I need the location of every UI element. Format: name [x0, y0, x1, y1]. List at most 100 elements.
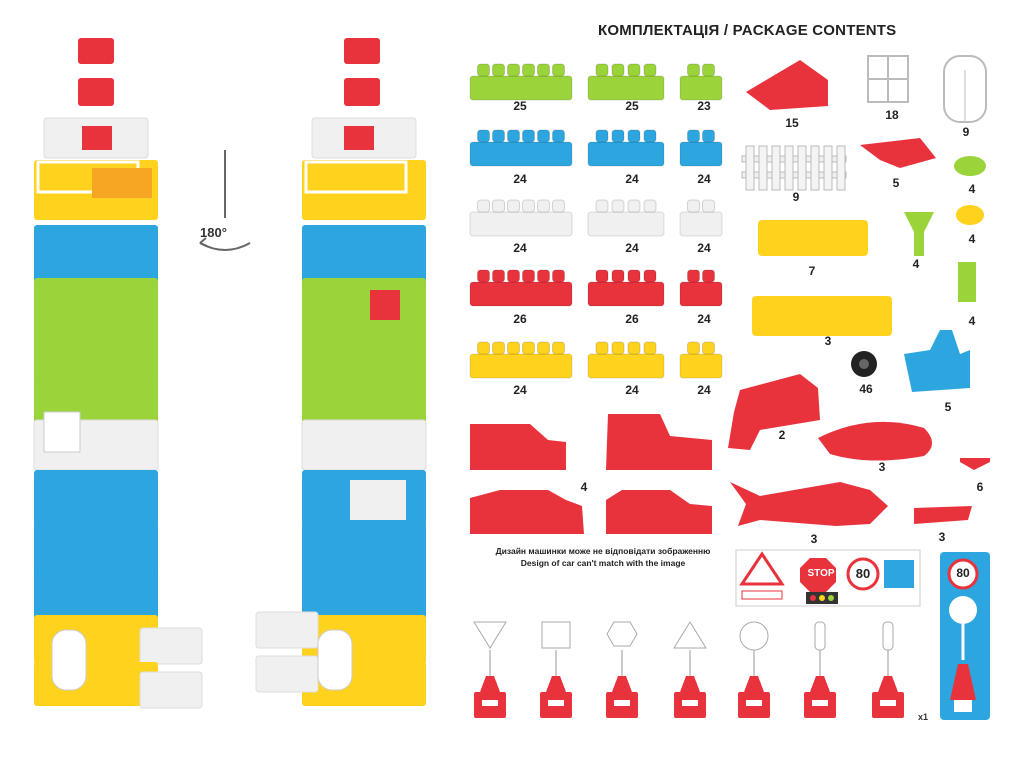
brick-yellow-2: [587, 341, 665, 379]
brick-grid: [469, 63, 723, 379]
road-cone-sign: [738, 621, 770, 718]
yellow-base-3-piece: [752, 296, 892, 336]
tower-right: [255, 38, 427, 706]
brick-white-1: [469, 199, 573, 237]
door-piece: [943, 55, 987, 123]
qty-yellow-1: 24: [513, 383, 527, 397]
blue-chair-piece: [904, 330, 970, 392]
vehicle-tractor: [606, 414, 712, 470]
fence-picket: [823, 145, 833, 191]
qty-fence: 9: [792, 190, 800, 204]
page-title: КОМПЛЕКТАЦІЯ / PACKAGE CONTENTS: [598, 22, 897, 39]
airplane-piece: [730, 482, 888, 526]
qty-airplane: 3: [810, 532, 818, 546]
qty-wheels: 46: [859, 382, 873, 396]
qty-blue-2: 24: [625, 172, 639, 186]
fence-picket: [836, 145, 846, 191]
rotation-label: 180°: [200, 225, 227, 240]
qty-blue-chair: 5: [944, 400, 952, 414]
wheel-piece: [851, 351, 877, 377]
qty-green-3: 23: [697, 99, 711, 113]
brick-red-2: [587, 269, 665, 307]
road-cones: [473, 621, 904, 718]
qty-green-chimney: 4: [968, 314, 976, 328]
green-funnel-piece: [904, 212, 934, 256]
speed-sign-label: 80: [855, 566, 871, 581]
brick-green-2: [587, 63, 665, 101]
qty-red-1: 26: [513, 312, 527, 326]
road-cone-sign: [872, 621, 904, 718]
qty-green-cup: 4: [968, 182, 976, 196]
qty-red-tile: 5: [892, 176, 900, 190]
fence-picket: [771, 145, 781, 191]
fence-picket: [784, 145, 794, 191]
fence-picket: [797, 145, 807, 191]
green-chimney-piece: [958, 262, 976, 302]
locomotive-piece: [728, 374, 820, 450]
yellow-cup-piece: [956, 205, 984, 225]
brick-yellow-3: [679, 341, 723, 379]
brick-blue-2: [587, 129, 665, 167]
car-note-ua: Дизайн машинки може не відповідати зобра…: [495, 546, 711, 556]
qty-roof: 15: [785, 116, 799, 130]
rotate-180-icon: [199, 150, 251, 251]
qty-green-2: 25: [625, 99, 639, 113]
qty-yellow-cup: 4: [968, 232, 976, 246]
qty-yellow-base-7: 7: [808, 264, 816, 278]
vertical-sign-panel: [940, 552, 990, 720]
road-cone-sign: [673, 621, 707, 718]
brick-blue-1: [469, 129, 573, 167]
red-tile-piece: [860, 138, 936, 168]
qty-blue-1: 24: [513, 172, 527, 186]
qty-white-2: 24: [625, 241, 639, 255]
qty-yellow-2: 24: [625, 383, 639, 397]
brick-green-3: [679, 63, 723, 101]
road-cone-sign: [540, 621, 572, 718]
speed-sign-vertical-label: 80: [956, 566, 970, 580]
vehicle-police-car: [470, 490, 584, 534]
qty-boat-hull: 3: [878, 460, 886, 474]
road-cone-sign: [473, 621, 507, 718]
qty-door: 9: [962, 125, 970, 139]
brick-white-2: [587, 199, 665, 237]
qty-window: 18: [885, 108, 899, 122]
qty-small-piece: 3: [938, 530, 946, 544]
qty-red-3: 24: [697, 312, 711, 326]
brick-red-1: [469, 269, 573, 307]
qty-yellow-3: 24: [697, 383, 711, 397]
vehicle-suv: [606, 490, 712, 534]
qty-green-funnel: 4: [912, 257, 920, 271]
multiplier-label: x1: [918, 712, 929, 722]
car-note-en: Design of car can't match with the image: [520, 558, 686, 568]
qty-blue-3: 24: [697, 172, 711, 186]
sign-board: [735, 549, 921, 607]
fence-picket: [745, 145, 755, 191]
brick-white-3: [679, 199, 723, 237]
tower-left: [33, 38, 203, 709]
stop-sign-label: STOP: [807, 568, 835, 579]
green-cup-piece: [954, 156, 986, 176]
brick-red-3: [679, 269, 723, 307]
qty-white-3: 24: [697, 241, 711, 255]
qty-propeller: 6: [976, 480, 984, 494]
yellow-base-7-piece: [758, 220, 868, 256]
small-piece: [914, 506, 972, 524]
qty-red-2: 26: [625, 312, 639, 326]
brick-green-1: [469, 63, 573, 101]
fence-picket: [758, 145, 768, 191]
qty-locomotive: 2: [778, 428, 786, 442]
window-piece: [867, 55, 909, 103]
qty-vehicles: 4: [580, 480, 588, 494]
road-cone-sign: [606, 621, 638, 718]
fence-picket: [810, 145, 820, 191]
vehicle-truck: [470, 424, 566, 470]
qty-white-1: 24: [513, 241, 527, 255]
fence-piece: [741, 155, 847, 179]
brick-yellow-1: [469, 341, 573, 379]
road-cone-sign: [804, 621, 836, 718]
qty-yellow-base-3: 3: [824, 334, 832, 348]
roof-piece: [746, 60, 828, 110]
propeller-piece: [960, 458, 990, 470]
qty-green-1: 25: [513, 99, 527, 113]
